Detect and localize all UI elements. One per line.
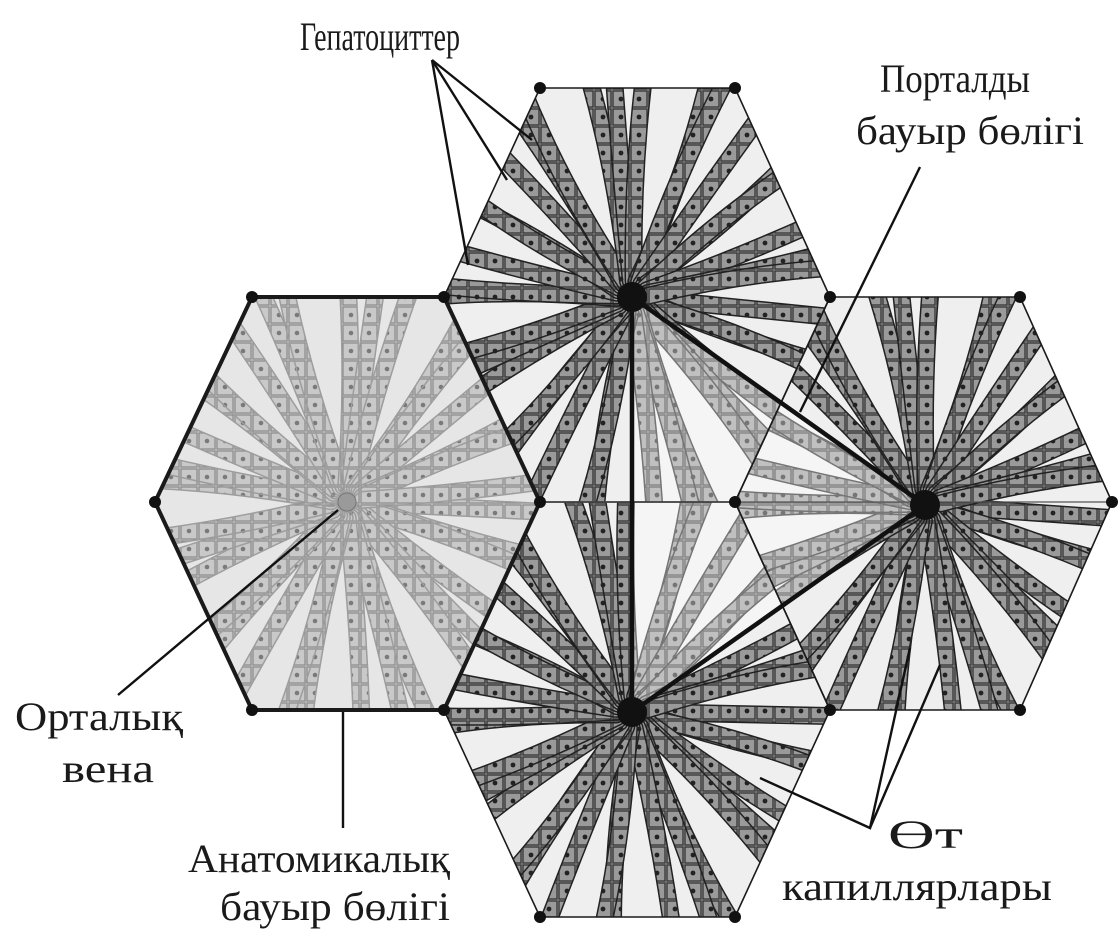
label-portal-lobule-line2: бауыр бөлігі: [856, 108, 1084, 153]
central-vein-upper: [617, 282, 647, 312]
hepatocytes-leader-1: [432, 60, 532, 140]
central-vein-right: [910, 490, 940, 520]
label-anatomical-lobule-line2: бауыр бөлігі: [220, 884, 450, 929]
hepatocyte-cord: [648, 712, 872, 717]
central-vein-anatomical: [338, 493, 356, 511]
label-hepatocytes: Гепатоциттер: [300, 14, 460, 59]
label-bile-capillaries-line2: капиллярлары: [782, 864, 1052, 909]
hepatocyte-cord: [925, 265, 933, 489]
label-central-vein-line1: Орталық: [15, 694, 184, 739]
label-central-vein-line2: вена: [62, 746, 154, 791]
central-vein-lower: [617, 697, 647, 727]
label-portal-lobule-line1: Порталды: [880, 56, 1030, 101]
label-anatomical-lobule-line1: Анатомикалық: [188, 836, 451, 881]
label-bile-capillaries-line1: Өт: [888, 812, 963, 857]
